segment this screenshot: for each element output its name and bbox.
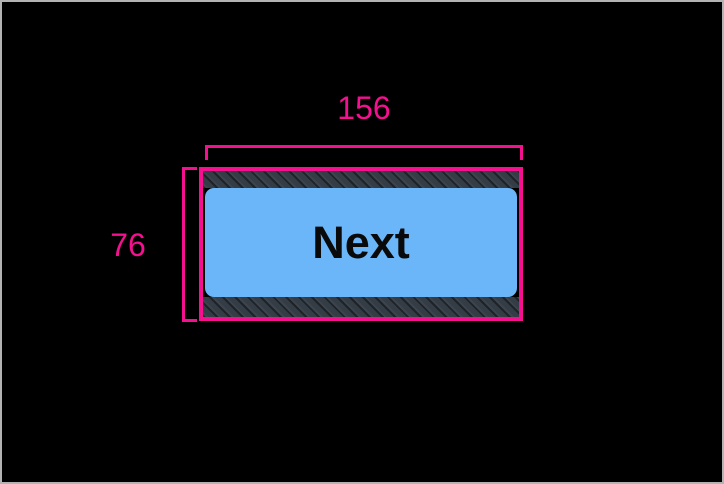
width-bracket-tick-left [205,145,208,160]
element-highlight-outline [199,167,523,321]
width-bracket-tick-right [520,145,523,160]
width-dimension-bracket [205,145,523,160]
next-button[interactable]: Next [205,188,517,297]
height-dimension-value: 76 [110,227,146,263]
height-bracket-line [182,167,185,322]
inspected-element-group: Next [199,167,523,321]
next-button-label: Next [312,217,410,268]
height-dimension-bracket [182,167,197,322]
width-dimension-value: 156 [337,90,391,126]
height-bracket-tick-top [182,167,197,170]
padding-region-top [203,171,519,188]
padding-region-bottom [203,297,519,317]
height-bracket-tick-bottom [182,319,197,322]
width-bracket-line [205,145,523,148]
